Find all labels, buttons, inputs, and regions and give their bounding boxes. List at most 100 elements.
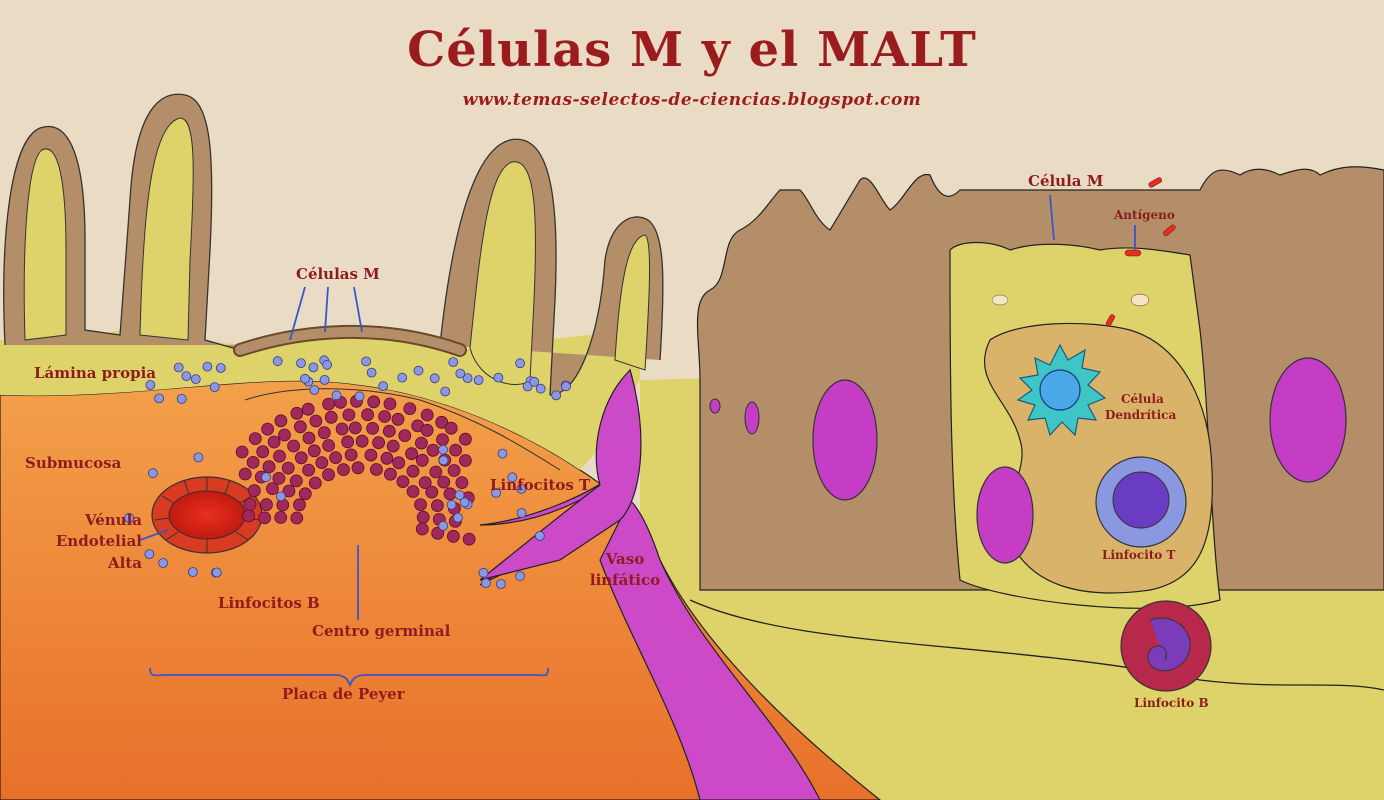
b-lymphocyte xyxy=(294,451,308,465)
dendritic-cell xyxy=(1016,343,1107,437)
b-lymphocyte xyxy=(429,465,443,479)
t-lymphocyte xyxy=(516,483,527,494)
b-lymphocyte xyxy=(420,423,434,437)
t-lymphocyte xyxy=(296,358,306,369)
label-celula-dendritica-line1: Célula xyxy=(1121,392,1164,406)
t-lymphocyte xyxy=(462,373,473,384)
b-lymphocyte xyxy=(274,511,288,524)
b-lymphocyte xyxy=(322,439,336,452)
b-lymphocyte xyxy=(435,415,449,429)
t-lymphocyte xyxy=(331,390,342,401)
t-lymphocyte xyxy=(190,374,201,385)
vaso-linfatico-upper xyxy=(479,368,642,581)
t-lymphocyte xyxy=(209,382,220,393)
t-lymphocyte xyxy=(535,383,546,394)
b-lymphocyte xyxy=(383,467,397,481)
b-lymphocyte xyxy=(274,414,288,428)
b-lymphocyte xyxy=(367,395,381,409)
b-lymphocyte xyxy=(403,402,417,416)
page-title: Células M y el MALT xyxy=(407,22,977,78)
b-lymphocyte xyxy=(458,454,472,467)
label-celula-dendritica-line2: Dendrítica xyxy=(1105,408,1177,422)
b-lymphocyte xyxy=(273,449,286,463)
nucleus-middle xyxy=(976,466,1034,564)
b-lymphocyte xyxy=(405,447,419,461)
b-lymphocyte xyxy=(364,448,378,462)
t-lymphocyte xyxy=(181,371,192,382)
t-lymphocyte xyxy=(459,497,470,508)
t-lymphocyte xyxy=(176,393,187,404)
b-lymphocyte xyxy=(335,422,349,436)
b-lymphocyte xyxy=(418,476,432,490)
b-lymphocyte xyxy=(242,509,256,523)
nucleus-left xyxy=(812,379,878,501)
b-lymphocyte xyxy=(302,463,316,477)
venula-endotelial-alta-shape xyxy=(151,476,263,554)
b-lymphocyte xyxy=(443,487,457,501)
t-lymphocyte xyxy=(507,472,518,483)
b-lymphocyte xyxy=(462,532,476,546)
b-lymphocyte xyxy=(391,412,405,426)
b-lymphocyte xyxy=(431,526,445,540)
b-lymphocyte xyxy=(287,439,301,453)
label-lamina-propia: Lámina propia xyxy=(34,364,156,382)
label-venula-line2: Endotelial xyxy=(55,532,142,550)
t-lymphocyte xyxy=(202,361,213,372)
b-lymphocyte xyxy=(248,432,262,446)
b-lymphocyte xyxy=(262,460,276,474)
b-lymphocyte xyxy=(348,421,362,435)
b-lymphocyte xyxy=(307,444,321,458)
b-lymphocyte xyxy=(238,467,252,481)
nucleus-small xyxy=(744,401,760,435)
pointer-lines xyxy=(139,194,1136,688)
page-subtitle: www.temas-selectos-de-ciencias.blogspot.… xyxy=(462,90,922,110)
t-lymphocyte xyxy=(561,381,571,392)
t-lymphocyte xyxy=(455,368,466,379)
t-lymphocyte xyxy=(322,359,333,370)
b-lymphocyte xyxy=(444,421,458,435)
b-lymphocyte xyxy=(322,468,335,482)
b-lymphocyte xyxy=(256,445,270,459)
b-lymphocyte xyxy=(380,451,394,465)
t-lymphocyte xyxy=(478,567,489,578)
t-lymphocyte xyxy=(429,373,440,384)
label-submucosa: Submucosa xyxy=(25,454,122,472)
t-lymphocyte xyxy=(534,531,545,541)
label-centro-germinal: Centro germinal xyxy=(312,622,451,640)
b-lymphocyte xyxy=(437,475,451,489)
b-lymphocyte xyxy=(247,484,261,498)
b-lymphocyte xyxy=(302,431,316,445)
b-lymphocyte xyxy=(341,435,355,449)
t-lymphocyte xyxy=(438,521,449,531)
label-vaso-line2: linfático xyxy=(589,571,661,589)
b-lymphocyte xyxy=(337,463,350,477)
t-lymphocyte xyxy=(147,468,158,479)
b-lymphocyte xyxy=(396,475,410,489)
t-lymphocyte xyxy=(491,487,502,498)
t-lymphocyte xyxy=(308,362,319,373)
label-antigeno: Antígeno xyxy=(1114,208,1175,222)
b-lymphocyte xyxy=(426,443,440,457)
b-lymphocyte xyxy=(265,482,279,496)
b-lymphocyte xyxy=(282,484,296,498)
t-lymphocyte xyxy=(440,386,451,397)
b-lymphocyte xyxy=(315,456,329,470)
nucleus-small xyxy=(709,398,721,414)
b-lymphocyte xyxy=(298,487,312,501)
label-placa-de-peyer: Placa de Peyer xyxy=(282,685,405,703)
t-lymphocyte xyxy=(438,455,449,466)
b-lymphocyte xyxy=(329,451,343,465)
t-lymphocyte xyxy=(446,499,457,510)
b-lymphocyte xyxy=(272,471,286,485)
b-lymphocyte xyxy=(361,408,375,422)
b-lymphocyte xyxy=(414,498,427,512)
antigen-particles xyxy=(991,177,1176,327)
label-celulas-m: Células M xyxy=(296,265,380,283)
t-lymphocyte xyxy=(448,357,459,368)
t-lymphocyte xyxy=(261,472,272,483)
t-lymphocyte xyxy=(452,512,463,523)
b-lymphocyte xyxy=(406,464,420,478)
t-lymphocyte xyxy=(480,578,491,588)
label-linfocito-t: Linfocito T xyxy=(1102,548,1176,562)
